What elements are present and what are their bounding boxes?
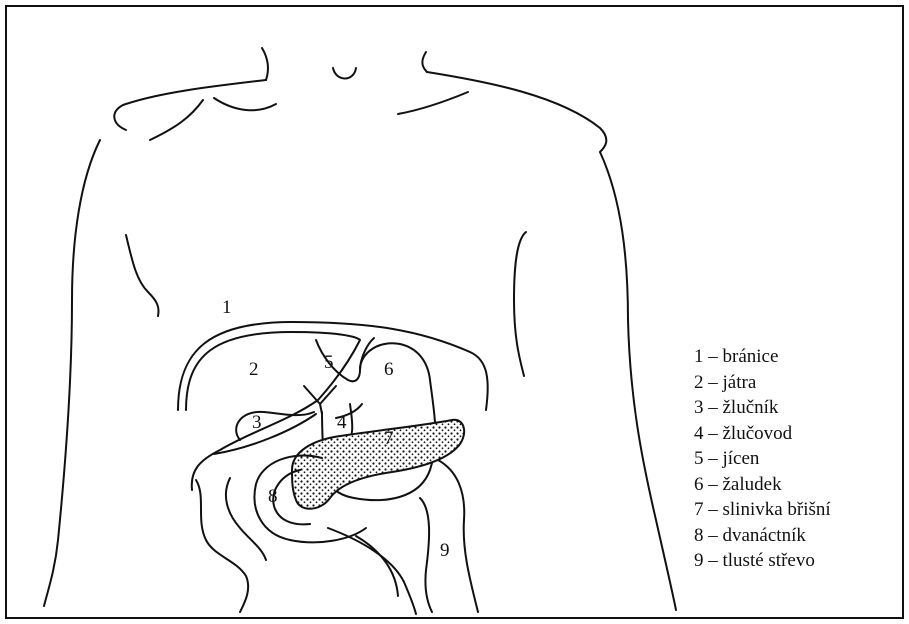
legend-item-pancreas: 7 – slinivka břišní: [694, 497, 831, 523]
legend-item-bile-duct: 4 – žlučovod: [694, 421, 831, 447]
clavicle-right: [398, 92, 468, 114]
neck-right-line: [422, 52, 427, 72]
torso-left-inner: [126, 235, 159, 316]
jugular-notch: [333, 68, 356, 79]
label-1: 1: [222, 297, 232, 318]
pancreas-shape: [292, 420, 464, 509]
label-4: 4: [337, 412, 347, 433]
colon-outline-right-inner: [420, 498, 432, 612]
liver-lower-edge: [214, 414, 316, 454]
legend-item-stomach: 6 – žaludek: [694, 472, 831, 498]
left-armpit-line: [150, 100, 203, 140]
label-7: 7: [384, 428, 394, 449]
label-5: 5: [324, 352, 334, 373]
legend-item-colon: 9 – tlusté střevo: [694, 548, 831, 574]
legend-item-esophagus: 5 – jícen: [694, 446, 831, 472]
colon-outline-left: [196, 480, 248, 612]
torso-right-inner: [514, 232, 526, 376]
clavicle-left: [214, 98, 276, 110]
left-shoulder-line: [114, 80, 266, 130]
legend-item-gallbladder: 3 – žlučník: [694, 395, 831, 421]
torso-right-outline: [600, 152, 676, 610]
right-shoulder-line: [427, 72, 606, 152]
legend-item-duodenum: 8 – dvanáctník: [694, 523, 831, 549]
label-6: 6: [384, 359, 394, 380]
intestine-loop: [328, 528, 416, 614]
neck-left-line: [262, 48, 268, 80]
label-2: 2: [249, 359, 259, 380]
legend: 1 – bránice 2 – játra 3 – žlučník 4 – žl…: [694, 344, 831, 574]
label-3: 3: [252, 412, 262, 433]
legend-item-diaphragm: 1 – bránice: [694, 344, 831, 370]
label-9: 9: [440, 540, 450, 561]
legend-item-liver: 2 – játra: [694, 370, 831, 396]
label-8: 8: [268, 486, 278, 507]
torso-left-outline: [44, 140, 100, 606]
bile-duct-y: [304, 386, 336, 414]
colon-outline-right: [438, 460, 478, 612]
